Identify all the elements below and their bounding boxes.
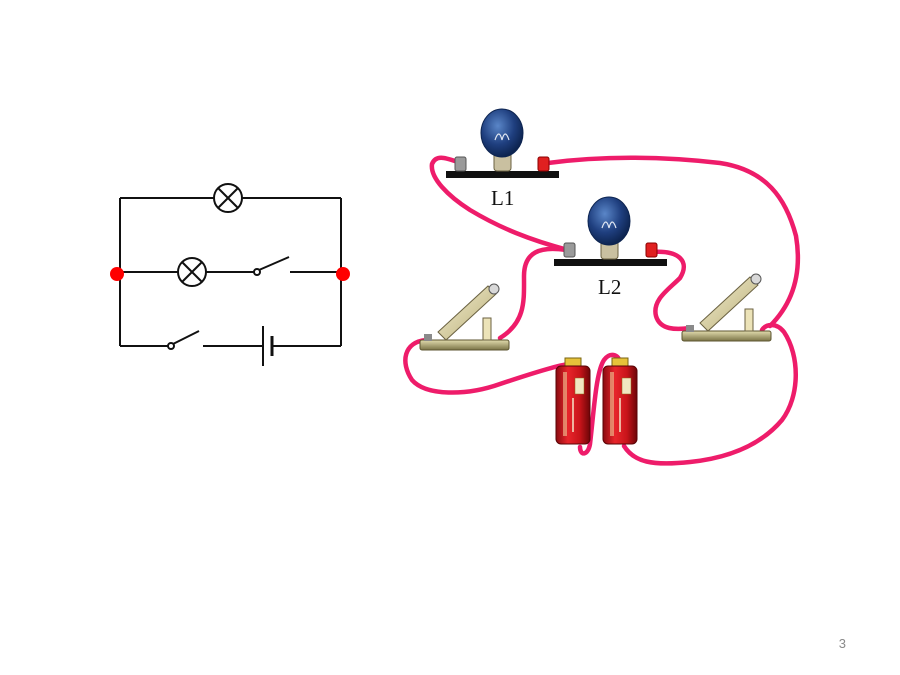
page-number: 3 [838, 636, 846, 651]
lamp-l1-base [446, 171, 559, 178]
circuit-schematic [117, 183, 343, 366]
schematic-switch-bottom-icon [167, 330, 200, 350]
wire-l1-right-to-switch-right [545, 155, 801, 329]
switch-right[interactable] [681, 273, 772, 342]
switch-left-base [419, 339, 510, 351]
wire-l1-left-to-l2-left [429, 155, 571, 253]
lamp-l1[interactable]: L1 [446, 108, 559, 210]
wire-l2-left-to-switch-left [497, 246, 569, 341]
lamp-l2-label: L2 [598, 275, 621, 299]
battery-right[interactable] [602, 357, 638, 445]
switch-left-post [482, 317, 492, 341]
switch-right-terminal [686, 325, 694, 332]
lamp-l1-label: L1 [491, 186, 514, 210]
lamp-l2[interactable]: L2 [554, 196, 667, 299]
switch-left-terminal [424, 334, 432, 341]
lamp-l1-bulb-icon [480, 108, 524, 158]
wire-l2-right-to-switch-right-left [649, 249, 693, 332]
wire-battery-link [577, 352, 623, 456]
switch-right-base [681, 330, 772, 342]
schematic-junction-right [336, 267, 350, 281]
schematic-lamp-middle-icon [177, 257, 207, 287]
lamp-l2-bulb-icon [587, 196, 631, 246]
wire-switch-left-to-battery-left [403, 337, 573, 395]
battery-left[interactable] [555, 357, 591, 445]
switch-left[interactable] [419, 283, 510, 351]
switch-right-lever [699, 276, 759, 332]
schematic-lamp-top-icon [213, 183, 243, 213]
wire-battery-right-to-switch-right [621, 322, 798, 466]
schematic-battery-icon [262, 326, 274, 366]
switch-right-knob [750, 273, 762, 285]
lamp-l1-terminal-left [454, 156, 467, 172]
lamp-l2-terminal-right [645, 242, 658, 258]
lamp-l2-terminal-left [563, 242, 576, 258]
schematic-junction-left [110, 267, 124, 281]
switch-left-knob [488, 283, 500, 295]
switch-right-post [744, 308, 754, 332]
physical-circuit: L1 L2 [403, 108, 801, 466]
connecting-wires [403, 155, 801, 466]
schematic-switch-middle-icon [253, 256, 290, 276]
lamp-l2-base [554, 259, 667, 266]
lamp-l1-terminal-right [537, 156, 550, 172]
